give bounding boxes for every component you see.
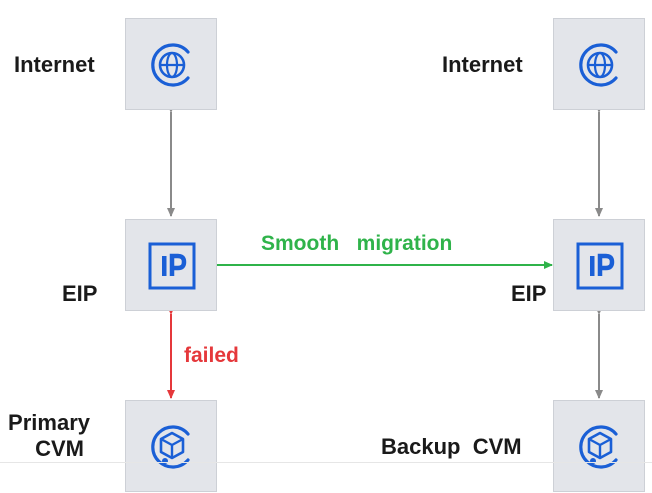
eip-node-right (553, 219, 645, 311)
backup-cvm-node (553, 400, 645, 492)
eip-right-label: EIP (511, 281, 547, 306)
primary-cvm-label-line1: Primary (8, 410, 90, 435)
internet-left-label: Internet (14, 52, 95, 77)
globe-icon (579, 43, 618, 87)
internet-node-left (125, 18, 217, 110)
cvm-cube-icon (151, 425, 190, 469)
migration-label: Smooth migration (261, 232, 453, 255)
internet-right-label: Internet (442, 52, 523, 77)
globe-icon (151, 43, 190, 87)
bottom-divider (0, 462, 652, 463)
failed-label: failed (184, 344, 239, 367)
ip-icon (148, 242, 196, 290)
internet-node-right (553, 18, 645, 110)
backup-cvm-label: Backup CVM (381, 434, 522, 459)
primary-cvm-label-line2: CVM (35, 436, 84, 461)
cvm-cube-icon (579, 425, 618, 469)
primary-cvm-node (125, 400, 217, 492)
eip-left-label: EIP (62, 281, 98, 306)
ip-icon (576, 242, 624, 290)
eip-node-left (125, 219, 217, 311)
